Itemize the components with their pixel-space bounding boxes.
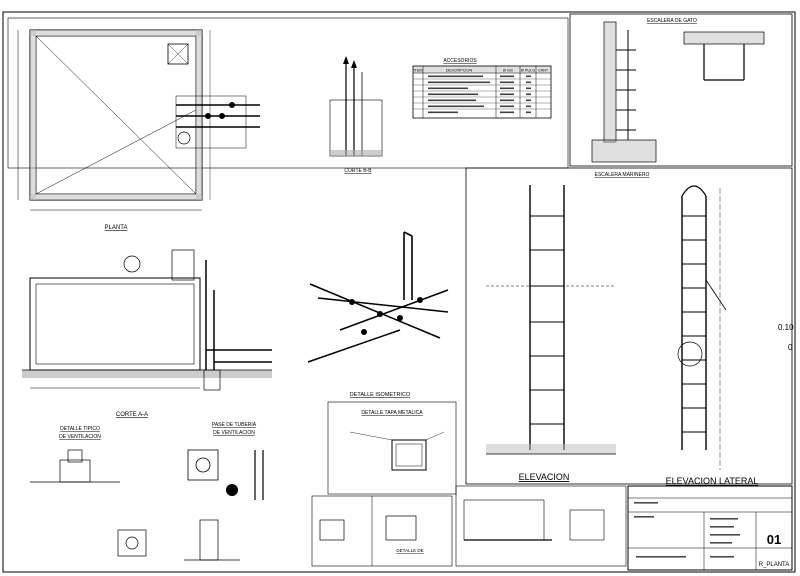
corte-bb-view: CORTE B-B [329,56,383,174]
elevacion-lateral-title: ELEVACION LATERAL [666,476,759,486]
corte-aa-title: CORTE A-A [116,412,148,418]
margin-value-2: 0 [788,343,793,352]
corte-bb-title: CORTE B-B [344,168,372,174]
accessories-header-descripcion: DESCRIPCION [446,69,473,73]
accessories-title: ACCESORIOS [443,58,477,64]
corte-aa-view: CORTE A-A [22,249,272,418]
detalle-tipico-line1: DETALLE TIPICO [60,426,100,432]
margin-value-1: 0.10 [778,323,794,332]
elevacion-title: ELEVACION [519,472,570,482]
accessories-header-item: ITEM [413,69,422,73]
isometric-title: DETALLE ISOMETRICO [350,392,411,398]
sheet-border [2,11,796,573]
pase-tuberia-line1: PASE DE TUBERIA [212,422,257,428]
tapa-metalica-title: DETALLE TAPA METALICA [361,410,423,416]
escalera-gato-title: ESCALERA DE GATO [647,18,697,24]
ventilacion-details: DETALLE TIPICO DE VENTILACION PASE DE TU… [30,422,264,561]
planta-title: PLANTA [105,225,128,231]
planta-view: PLANTA [7,17,569,231]
accessories-header-pulg: Ø PULG [521,69,535,73]
title-block: 01 R_PLANTA [627,485,793,571]
escalera-marinero-view: ESCALERA MARINERO ELEVACION [465,167,794,486]
bottom-details: DETALLE DE [311,485,627,567]
accessories-header-cant: CANT [538,69,549,73]
detalle-tipico-line2: DE VENTILACION [59,434,101,440]
sheet-number: 01 [767,532,781,547]
escalera-marinero-title: ESCALERA MARINERO [595,172,650,178]
accessories-table: ACCESORIOS ITEM DESCRIPCION Ø mm Ø PULG … [412,58,552,119]
isometric-detail: DETALLE ISOMETRICO [307,231,449,398]
tapa-metalica-detail: DETALLE TAPA METALICA [327,401,457,495]
accessories-header-mm: Ø mm [503,69,513,73]
pase-tuberia-line2: DE VENTILACION [213,430,255,436]
escalera-gato-view: ESCALERA DE GATO [569,13,793,167]
sheet-code: R_PLANTA [759,562,790,568]
detalle-a-label: DETALLE DE [396,548,423,553]
